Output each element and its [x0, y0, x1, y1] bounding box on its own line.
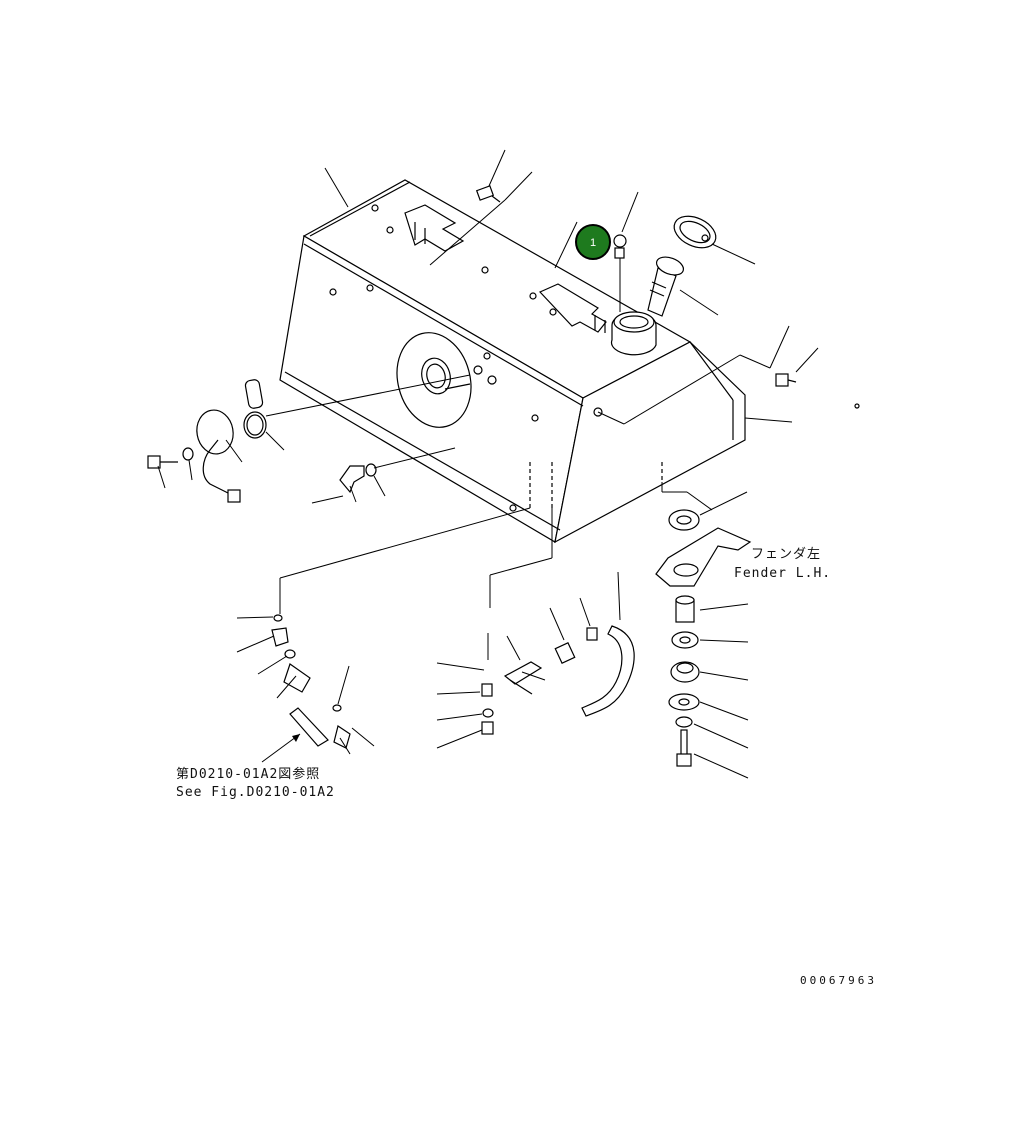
- drawing-code: 00067963: [800, 974, 877, 987]
- filler-cap: [673, 215, 717, 249]
- callout-1[interactable]: 1: [575, 224, 611, 260]
- fender-label-jp: フェンダ左: [751, 547, 821, 562]
- washer-large: [668, 693, 700, 711]
- drain-valve: [503, 661, 543, 695]
- collar: [675, 595, 695, 623]
- hose-adapter: [554, 627, 598, 665]
- o-ring: [243, 411, 267, 439]
- tank-bosses: [329, 204, 860, 512]
- strainer: [647, 256, 685, 317]
- washer: [671, 631, 699, 649]
- left-drain-assembly: [271, 614, 351, 749]
- tank-bracket-right: [538, 283, 607, 333]
- drain-dashed-lines: [529, 462, 663, 508]
- breather-plug: [613, 234, 627, 259]
- callout-1-circle[interactable]: [575, 224, 611, 260]
- filler-neck: [610, 311, 657, 356]
- mounting-bolt: [676, 729, 692, 767]
- gauge-sender-unit: [196, 379, 264, 503]
- see-fig-label-en: See Fig.D0210-01A2: [176, 785, 335, 800]
- fender-label-en: Fender L.H.: [734, 566, 831, 581]
- tank-bracket-left: [404, 204, 465, 252]
- drain-fittings-left: [481, 683, 494, 735]
- cushion-bottom: [670, 661, 700, 683]
- elbow-fitting: [339, 463, 377, 494]
- fender-cushion-top: [668, 509, 700, 531]
- top-screw: [475, 185, 501, 203]
- washer-small: [675, 716, 693, 728]
- level-gauge-port: [396, 332, 497, 428]
- left-bolt: [147, 447, 194, 469]
- fender-bracket: [655, 527, 752, 587]
- callout-1-number: 1: [590, 237, 596, 249]
- see-fig-label-jp: 第D0210-01A2図参照: [176, 766, 320, 782]
- drain-hose: [581, 625, 635, 717]
- leader-lines: [157, 149, 819, 779]
- right-screw: [775, 373, 797, 387]
